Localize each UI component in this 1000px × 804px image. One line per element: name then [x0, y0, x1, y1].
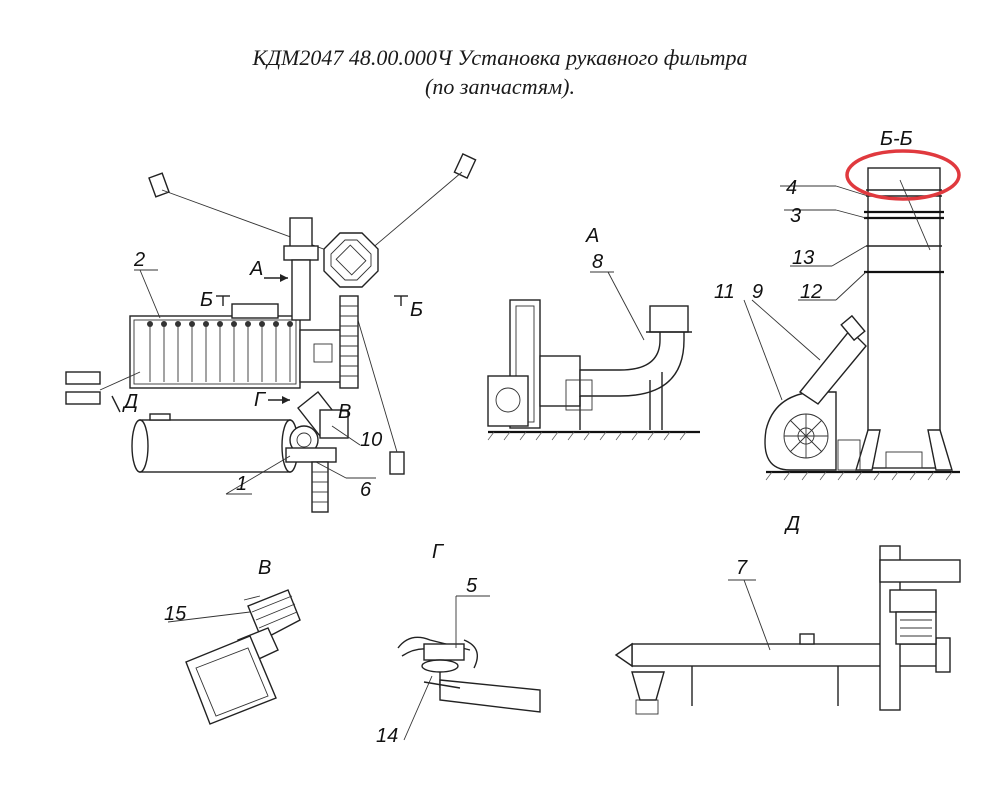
callout-10: 10 [360, 429, 382, 451]
view-label-v: В [258, 557, 271, 579]
view-label-a: А [585, 225, 599, 247]
section-label-bb: Б-Б [880, 128, 913, 150]
callout-2: 2 [133, 249, 145, 271]
filter-housing [129, 315, 301, 389]
view-arrow-d: Д [122, 391, 138, 413]
callout-11: 11 [714, 281, 735, 303]
view-g-detail [397, 595, 541, 741]
section-bb-column [743, 167, 960, 481]
main-plan-view [65, 153, 477, 513]
fan-octagon [323, 232, 379, 288]
section-mark-b-right: Б [410, 299, 423, 321]
view-arrow-a: А [249, 258, 263, 280]
view-label-g: Г [432, 541, 445, 563]
callout-3: 3 [790, 205, 801, 227]
callout-5: 5 [466, 575, 478, 597]
view-v-detail [167, 589, 301, 725]
view-arrow-g: Г [254, 389, 267, 411]
view-label-d: Д [784, 513, 800, 535]
view-arrow-v: В [338, 401, 351, 423]
callout-6: 6 [360, 479, 372, 501]
section-mark-b-left: Б [200, 289, 213, 311]
callout-15: 15 [164, 603, 187, 625]
callout-12: 12 [800, 281, 822, 303]
highlight-circle [845, 149, 961, 201]
callout-1: 1 [236, 473, 247, 495]
drawing-title-line-2: (по запчастям). [425, 74, 575, 99]
drawing-title-line-1: КДМ2047 48.00.000Ч Установка рукавного ф… [252, 45, 748, 70]
view-d-conveyor [614, 545, 961, 715]
callout-7: 7 [736, 557, 748, 579]
callout-8: 8 [592, 251, 603, 273]
callout-13: 13 [792, 247, 814, 269]
view-a-fan [487, 271, 700, 441]
callout-14: 14 [376, 725, 398, 747]
callout-9: 9 [752, 281, 763, 303]
callout-4: 4 [786, 177, 797, 199]
drum-cylinder [139, 419, 291, 473]
